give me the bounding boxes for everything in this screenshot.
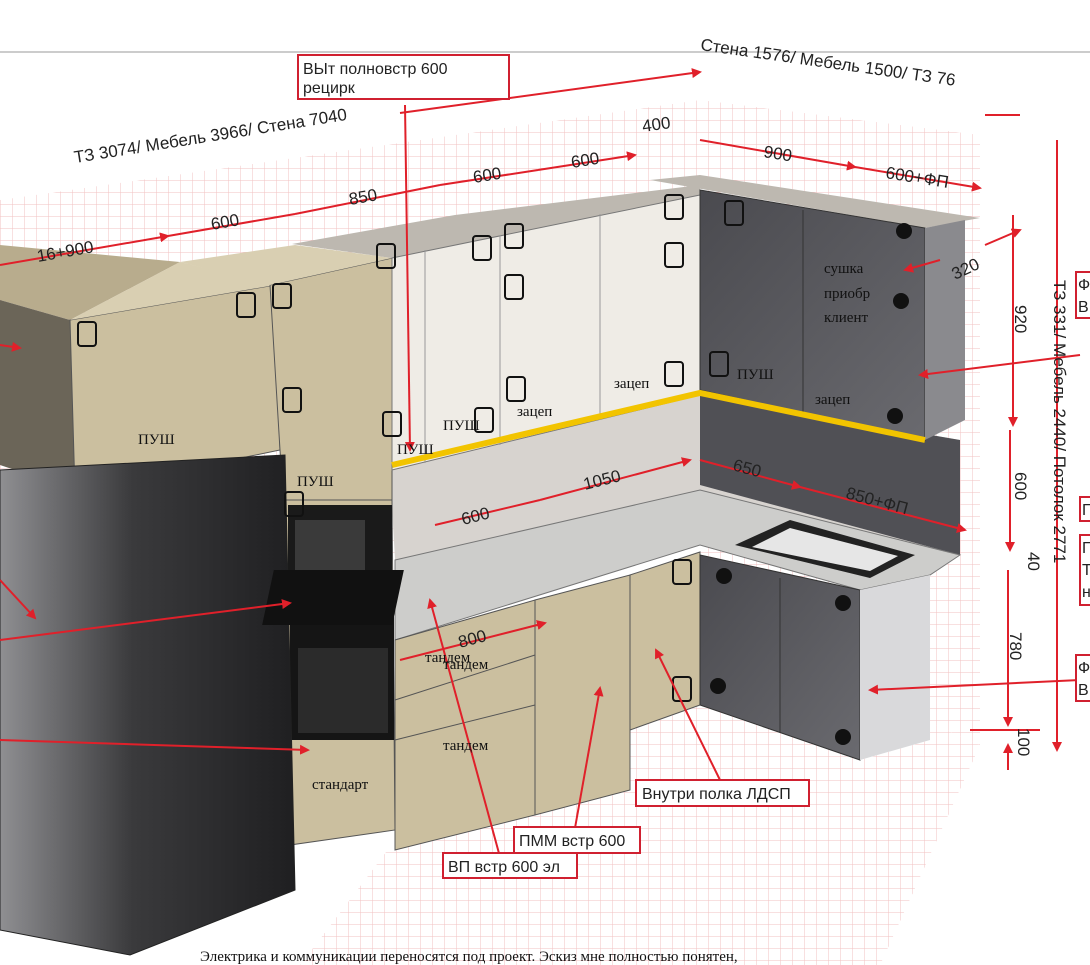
dim-vert-5: 100	[1014, 728, 1033, 756]
note-push-2: ПУШ	[297, 474, 334, 490]
dim-upper-7: 900	[762, 142, 793, 165]
note-tandem-3: тандем	[443, 738, 489, 754]
tall-column	[284, 499, 396, 846]
push-dots	[710, 223, 912, 745]
dim-vert-1: 920	[1011, 305, 1030, 333]
dim-upper-2: 600	[209, 210, 240, 234]
svg-text:Ф: Ф	[1078, 277, 1090, 294]
cooktop	[262, 570, 404, 625]
dim-upper-3: 850	[347, 185, 378, 209]
note-push-3: ПУШ	[397, 442, 434, 458]
dim-vert-4: 780	[1006, 632, 1025, 660]
dim-vert-2: 600	[1011, 472, 1030, 500]
svg-text:Ф: Ф	[1078, 660, 1090, 677]
note-push-4: ПУШ	[443, 418, 480, 434]
callout-oven: ВП встр 600 эл	[442, 852, 578, 879]
dim-right-wall: Стена 1576/ Мебель 1500/ ТЗ 76	[699, 35, 956, 90]
svg-text:ВП встр 600 эл: ВП встр 600 эл	[448, 859, 560, 876]
note-dryer-2: приобр	[824, 286, 870, 302]
note-tandem-2: тандем	[443, 657, 489, 673]
footer-note: Электрика и коммуникации переносятся под…	[200, 949, 738, 965]
dim-vert-3: 40	[1024, 552, 1043, 571]
svg-text:В: В	[1078, 299, 1089, 316]
dim-upper-6: 400	[641, 113, 672, 136]
led-strip	[391, 389, 926, 468]
note-zacep-2: зацеп	[614, 376, 649, 392]
callout-hood: ВЫт полновстр 600 рецирк	[297, 54, 510, 100]
note-zacep-1: зацеп	[517, 404, 552, 420]
svg-text:В: В	[1078, 682, 1089, 699]
note-push-1: ПУШ	[138, 432, 175, 448]
fridge	[0, 454, 296, 956]
dim-vertical-total: ТЗ 331/ Мебель 2440/ Потолок 2771	[1050, 280, 1069, 563]
dimension-lines	[0, 68, 1081, 858]
svg-text:П: П	[1082, 540, 1090, 557]
callout-dishwasher: ПММ встр 600	[513, 826, 641, 854]
note-dryer-3: клиент	[824, 310, 868, 326]
svg-text:н: н	[1082, 584, 1090, 601]
lower-cabinets	[394, 551, 930, 851]
svg-text:П: П	[1082, 502, 1090, 519]
upper-cabinets-left	[0, 245, 393, 526]
note-dryer-1: сушка	[824, 261, 864, 277]
dim-upper-4: 600	[472, 164, 503, 187]
svg-text:Т: Т	[1082, 562, 1090, 579]
callout-right-edge: Ф В П П Т н Ф В	[1075, 271, 1090, 702]
svg-text:ПММ встр 600: ПММ встр 600	[519, 833, 625, 850]
svg-text:рецирк: рецирк	[303, 80, 356, 97]
upper-cabinets-right	[650, 175, 980, 441]
svg-text:ВЫт полновстр 600: ВЫт полновстр 600	[303, 61, 448, 78]
svg-text:Внутри полка ЛДСП: Внутри полка ЛДСП	[642, 786, 791, 803]
note-push-5: ПУШ	[737, 367, 774, 383]
note-tandem-1: тандем	[425, 650, 471, 666]
upper-cabinets-center	[292, 185, 701, 471]
dim-upper-5: 600	[570, 149, 601, 172]
callout-shelf: Внутри полка ЛДСП	[635, 779, 810, 807]
note-standart: стандарт	[312, 777, 369, 793]
note-zacep-3: зацеп	[815, 392, 850, 408]
